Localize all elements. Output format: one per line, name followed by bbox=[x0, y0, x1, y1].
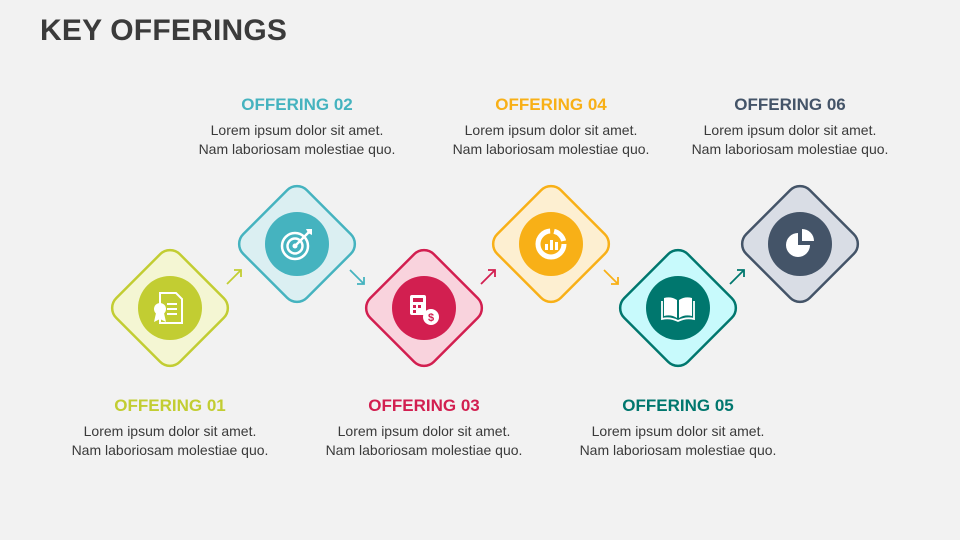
offering-06-text: OFFERING 06 Lorem ipsum dolor sit amet. … bbox=[660, 94, 920, 159]
offering-02-title: OFFERING 02 bbox=[241, 95, 353, 114]
offering-06-title: OFFERING 06 bbox=[734, 95, 846, 114]
offering-05-description: Lorem ipsum dolor sit amet. Nam laborios… bbox=[579, 423, 777, 458]
donut-chart-icon bbox=[535, 228, 567, 260]
connector-arrow-4-5 bbox=[603, 269, 619, 285]
offering-04-node bbox=[491, 184, 611, 304]
offering-01-description: Lorem ipsum dolor sit amet. Nam laborios… bbox=[71, 423, 269, 458]
offering-03-node: $ bbox=[364, 248, 484, 368]
offering-01-title: OFFERING 01 bbox=[114, 396, 226, 415]
target-icon bbox=[280, 229, 312, 261]
certificate-icon bbox=[154, 292, 183, 324]
offering-03-title: OFFERING 03 bbox=[368, 396, 480, 415]
offering-04-text: OFFERING 04 Lorem ipsum dolor sit amet. … bbox=[421, 94, 681, 159]
offering-04-description: Lorem ipsum dolor sit amet. Nam laborios… bbox=[452, 122, 650, 157]
connector-arrow-2-3 bbox=[349, 269, 365, 285]
pie-chart-icon bbox=[786, 229, 814, 257]
offering-05-node bbox=[618, 248, 738, 368]
page-title: KEY OFFERINGS bbox=[40, 14, 288, 47]
connector-arrow-1-2 bbox=[226, 269, 242, 285]
offering-03-description: Lorem ipsum dolor sit amet. Nam laborios… bbox=[325, 423, 523, 458]
offering-04-title: OFFERING 04 bbox=[495, 95, 607, 114]
offering-05-circle bbox=[646, 276, 710, 340]
offering-01-node bbox=[110, 248, 230, 368]
calculator-money-icon: $ bbox=[410, 295, 439, 325]
offering-01-text: OFFERING 01 Lorem ipsum dolor sit amet. … bbox=[40, 395, 300, 460]
offering-06-description: Lorem ipsum dolor sit amet. Nam laborios… bbox=[691, 122, 889, 157]
offering-06-circle bbox=[768, 212, 832, 276]
offering-06-node bbox=[740, 184, 860, 304]
offering-05-title: OFFERING 05 bbox=[622, 396, 734, 415]
connector-arrow-3-4 bbox=[480, 269, 496, 285]
offering-05-text: OFFERING 05 Lorem ipsum dolor sit amet. … bbox=[548, 395, 808, 460]
offering-02-text: OFFERING 02 Lorem ipsum dolor sit amet. … bbox=[167, 94, 427, 159]
open-book-icon bbox=[661, 297, 695, 323]
connector-arrow-5-6 bbox=[729, 269, 745, 285]
offering-03-text: OFFERING 03 Lorem ipsum dolor sit amet. … bbox=[294, 395, 554, 460]
offering-02-description: Lorem ipsum dolor sit amet. Nam laborios… bbox=[198, 122, 396, 157]
offering-02-node bbox=[237, 184, 357, 304]
svg-text:$: $ bbox=[428, 312, 434, 324]
